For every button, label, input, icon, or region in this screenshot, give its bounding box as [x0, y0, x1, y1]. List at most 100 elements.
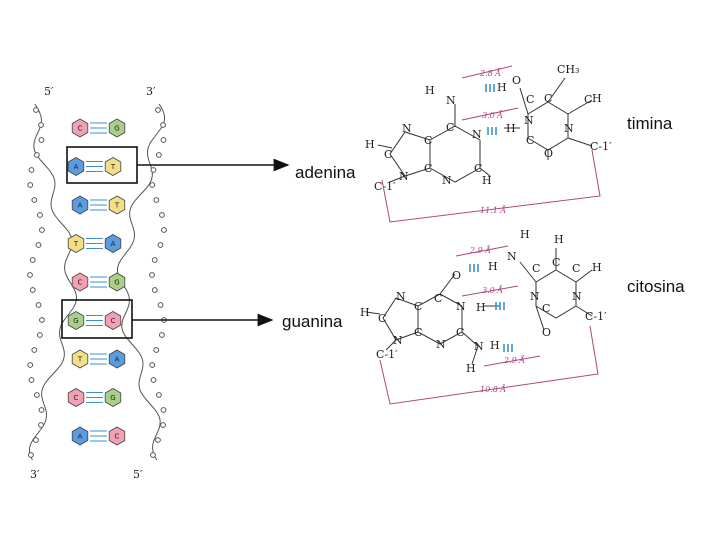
svg-text:H: H	[592, 92, 602, 105]
base-hexagon-left	[71, 195, 89, 215]
strand-end-top-left: 5′	[44, 85, 54, 98]
gc-distance-top: 2.9 Å	[469, 246, 491, 255]
phosphate-node	[31, 347, 38, 353]
svg-text:C: C	[532, 262, 540, 275]
phosphate-node	[33, 107, 39, 113]
phosphate-node	[150, 377, 157, 383]
phosphate-node	[159, 332, 165, 338]
base-letter-left: C	[74, 394, 79, 402]
phosphate-node	[149, 182, 156, 188]
label-timina: timina	[627, 114, 673, 133]
svg-text:H: H	[466, 362, 476, 375]
svg-text:C: C	[424, 134, 432, 147]
dna-backbone	[27, 103, 167, 461]
svg-text:C: C	[526, 134, 534, 147]
svg-text:H: H	[497, 81, 507, 94]
svg-text:N: N	[399, 170, 409, 183]
gc-c1-right: C-1′	[585, 310, 607, 323]
phosphate-node	[37, 332, 43, 338]
base-letter-left: A	[78, 433, 83, 441]
gc-distance-mid: 3.0 Å	[482, 286, 503, 295]
svg-text:C: C	[384, 148, 392, 161]
at-c1-left: C-1′	[374, 180, 396, 193]
gc-pair-atoms: O C N H C N H H N C C N C H N H N H C C …	[360, 228, 607, 375]
phosphate-node	[27, 272, 33, 278]
phosphate-node	[159, 212, 165, 218]
at-hbonds	[485, 84, 497, 135]
phosphate-node	[155, 107, 161, 113]
phosphate-node	[150, 452, 156, 458]
phosphate-node	[160, 407, 167, 413]
svg-text:N: N	[396, 290, 406, 303]
svg-text:N: N	[564, 122, 574, 135]
at-pair-structure	[377, 77, 593, 183]
base-hexagon-left	[71, 118, 89, 138]
svg-text:C: C	[552, 256, 560, 269]
base-letter-right: A	[115, 356, 120, 364]
svg-text:C: C	[446, 121, 454, 134]
base-letter-left: A	[74, 163, 79, 171]
base-letter-right: C	[111, 317, 116, 325]
svg-text:N: N	[402, 122, 412, 135]
svg-text:C: C	[474, 162, 482, 175]
phosphate-node	[151, 287, 158, 293]
base-letter-left: G	[73, 317, 78, 325]
svg-text:C: C	[434, 292, 442, 305]
highlight-box-gc	[61, 299, 133, 339]
at-distance-markers	[381, 65, 601, 223]
base-letter-left: C	[78, 125, 83, 133]
phosphate-node	[149, 362, 156, 368]
phosphate-node	[157, 242, 164, 248]
phosphate-node	[39, 317, 45, 323]
at-distance-mid: 3.0 Å	[482, 111, 503, 120]
base-letter-right: G	[110, 394, 115, 402]
svg-text:H: H	[490, 339, 500, 352]
base-hexagon-right	[104, 157, 122, 176]
strand-end-top-right: 3′	[146, 85, 156, 98]
svg-text:N: N	[530, 290, 540, 303]
svg-text:C: C	[542, 302, 550, 315]
at-distance-total: 11.1 Å	[480, 206, 506, 215]
phosphate-node	[150, 167, 157, 173]
base-hexagon-left	[71, 272, 89, 292]
label-citosina: citosina	[627, 277, 685, 296]
svg-text:C: C	[414, 300, 422, 313]
phosphate-node	[157, 302, 164, 308]
base-hexagon-left	[67, 311, 85, 330]
phosphate-node	[28, 167, 35, 173]
phosphate-node	[33, 152, 40, 158]
phosphate-node	[155, 392, 162, 398]
label-adenina: adenina	[295, 163, 356, 182]
methyl-group: CH₃	[557, 63, 579, 76]
phosphate-node	[27, 362, 34, 368]
svg-text:N: N	[524, 114, 534, 127]
base-letter-right: T	[110, 163, 116, 171]
svg-text:H: H	[554, 233, 564, 246]
base-letter-right: G	[114, 279, 119, 287]
svg-text:C: C	[572, 262, 580, 275]
gc-c1-left: C-1′	[376, 348, 398, 361]
phosphate-node	[38, 137, 45, 143]
svg-text:C: C	[456, 326, 464, 339]
svg-text:N: N	[472, 128, 482, 141]
phosphate-node	[29, 257, 36, 263]
phosphate-node	[155, 437, 161, 443]
phosphate-node	[153, 347, 160, 353]
base-letter-left: T	[77, 356, 83, 364]
phosphate-node	[31, 197, 38, 203]
base-letter-left: A	[78, 202, 83, 210]
base-hexagon-right	[108, 349, 126, 369]
gc-distance-markers	[379, 245, 599, 405]
svg-text:H: H	[476, 301, 486, 314]
svg-text:N: N	[456, 300, 466, 313]
phosphate-node	[27, 182, 34, 188]
phosphate-node	[153, 197, 160, 203]
svg-text:C: C	[414, 326, 422, 339]
base-letter-right: G	[114, 125, 119, 133]
base-hexagon-right	[108, 426, 126, 446]
